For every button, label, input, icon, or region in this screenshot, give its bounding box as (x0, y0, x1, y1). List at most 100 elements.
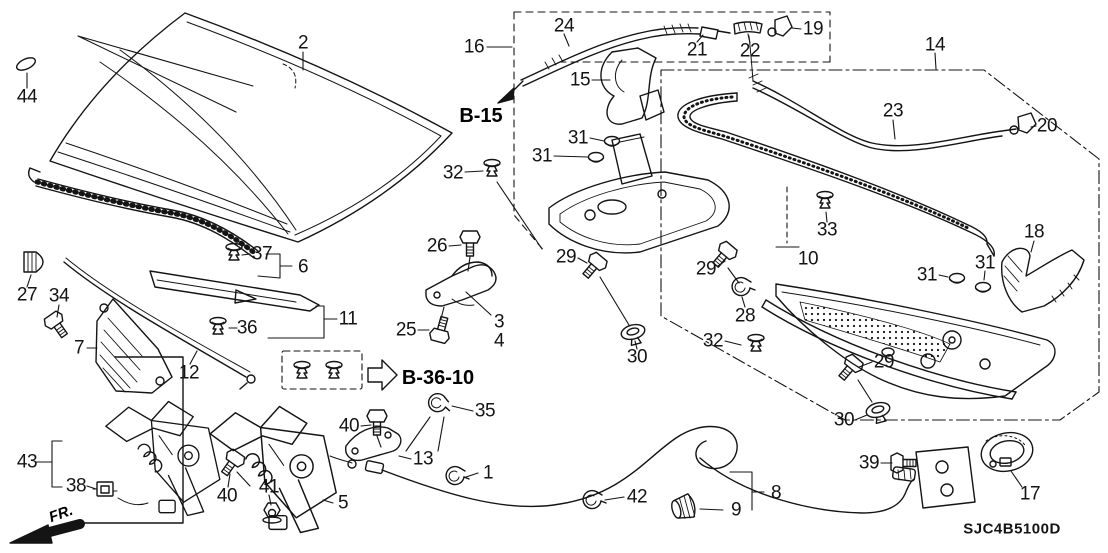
callout-38: 38 (65, 475, 87, 497)
callout-44: 44 (16, 86, 38, 108)
release-handle-cover-art (980, 431, 1034, 473)
callout-6: 6 (297, 256, 309, 278)
callout-30: 30 (626, 346, 648, 368)
callout-8: 8 (770, 482, 782, 504)
callout-20: 20 (1036, 115, 1058, 137)
callout-42: 42 (626, 486, 648, 508)
release-cable-art (329, 425, 915, 514)
callout-27: 27 (16, 284, 38, 306)
callout-15: 15 (569, 69, 591, 91)
grommet-9-icon (671, 493, 696, 519)
hood-lock-assembly-left-art (105, 400, 221, 517)
front-molding-art (149, 270, 320, 312)
callout-41: 41 (258, 476, 280, 498)
ref-label-b15: B-15 (459, 105, 503, 127)
clip-32-icon (747, 333, 765, 352)
callout-17: 17 (1019, 483, 1041, 505)
fr-arrow-icon (9, 519, 85, 544)
callout-16: 16 (463, 36, 485, 58)
clip-32-icon (483, 158, 501, 177)
clip-37-icon (225, 242, 243, 261)
callout-40: 40 (216, 485, 238, 507)
callout-2: 2 (297, 32, 309, 54)
b36-clip-icon (325, 360, 343, 379)
callout-33: 33 (816, 219, 838, 241)
cable-mount-plate-art (891, 446, 976, 509)
cowl-side-bracket-art (1001, 247, 1085, 313)
dashed-box-16 (513, 11, 831, 253)
b36-clip-icon (293, 360, 311, 379)
callout-3: 3 (493, 311, 505, 333)
lock-cable-tail-art (117, 497, 149, 506)
grommet-30-icon (863, 399, 894, 426)
cowl-top-panel-art (761, 283, 1056, 400)
clamp-1-icon (445, 465, 470, 486)
clip-28-icon (731, 276, 756, 297)
hood-front-seal-art (27, 167, 259, 259)
callout-37: 37 (251, 243, 273, 265)
callout-4: 4 (493, 330, 505, 352)
rear-seal-art (677, 92, 995, 257)
callout-24: 24 (553, 15, 575, 37)
washer-tube-rear-art (748, 73, 1017, 152)
callout-5: 5 (337, 492, 349, 514)
clip-36-icon (209, 316, 227, 335)
callout-31: 31 (531, 145, 553, 167)
washer-nozzle-art (767, 15, 793, 37)
callout-43: 43 (16, 451, 38, 473)
callout-40: 40 (338, 415, 360, 437)
clip-35-icon (425, 390, 455, 417)
nut-41-icon (262, 502, 282, 524)
support-arm-art (345, 426, 402, 462)
washer-tube-front-art (520, 23, 701, 87)
callout-30: 30 (833, 409, 855, 431)
callout-12: 12 (178, 362, 200, 384)
bolt-40-icon (215, 446, 248, 481)
cap-31-icon (974, 281, 992, 293)
callout-25: 25 (395, 319, 417, 341)
b15-arrow-icon (497, 80, 524, 104)
cap-31-icon (948, 272, 966, 284)
latch-box-outline (79, 356, 184, 524)
lock-bracket-plate-art (548, 133, 730, 254)
callout-31: 31 (974, 252, 996, 274)
callout-26: 26 (426, 235, 448, 257)
striker-art (425, 261, 497, 307)
callout-10: 10 (797, 248, 819, 270)
callout-23: 23 (882, 100, 904, 122)
callout-29: 29 (873, 351, 895, 373)
callout-29: 29 (695, 258, 717, 280)
callout-36: 36 (236, 317, 258, 339)
callout-31: 31 (567, 127, 589, 149)
washer-nozzle-rear-art (1009, 112, 1037, 135)
callout-39: 39 (858, 452, 880, 474)
callout-29: 29 (555, 246, 577, 268)
dashdot-box-14 (660, 69, 1100, 421)
callout-32: 32 (442, 162, 464, 184)
callout-14: 14 (924, 34, 946, 56)
callout-19: 19 (802, 18, 824, 40)
bolt-40-icon (366, 409, 388, 436)
callout-9: 9 (730, 499, 742, 521)
b36-10-arrow-icon (367, 359, 398, 391)
cowl-side-lining-art (95, 298, 173, 394)
callout-13: 13 (412, 448, 434, 470)
hood-panel-art (49, 12, 453, 243)
callout-7: 7 (73, 337, 85, 359)
clip-42-icon (582, 489, 607, 510)
hood-opener-rod-art (63, 257, 256, 390)
callout-35: 35 (474, 400, 496, 422)
clip-33-icon (816, 190, 834, 209)
callout-28: 28 (734, 305, 756, 327)
bolt-39-icon (890, 452, 917, 474)
leader-lines (26, 27, 1037, 511)
diagram-part-code: SJC4B5100D (963, 520, 1061, 538)
callout-31: 31 (916, 264, 938, 286)
lock-switch-art (92, 481, 118, 497)
bolt-29-icon (577, 249, 611, 284)
plug-art (15, 57, 37, 71)
grommet-27-art (23, 251, 44, 273)
callout-34: 34 (48, 285, 70, 307)
ref-label-b36-10: B-36-10 (401, 367, 475, 389)
